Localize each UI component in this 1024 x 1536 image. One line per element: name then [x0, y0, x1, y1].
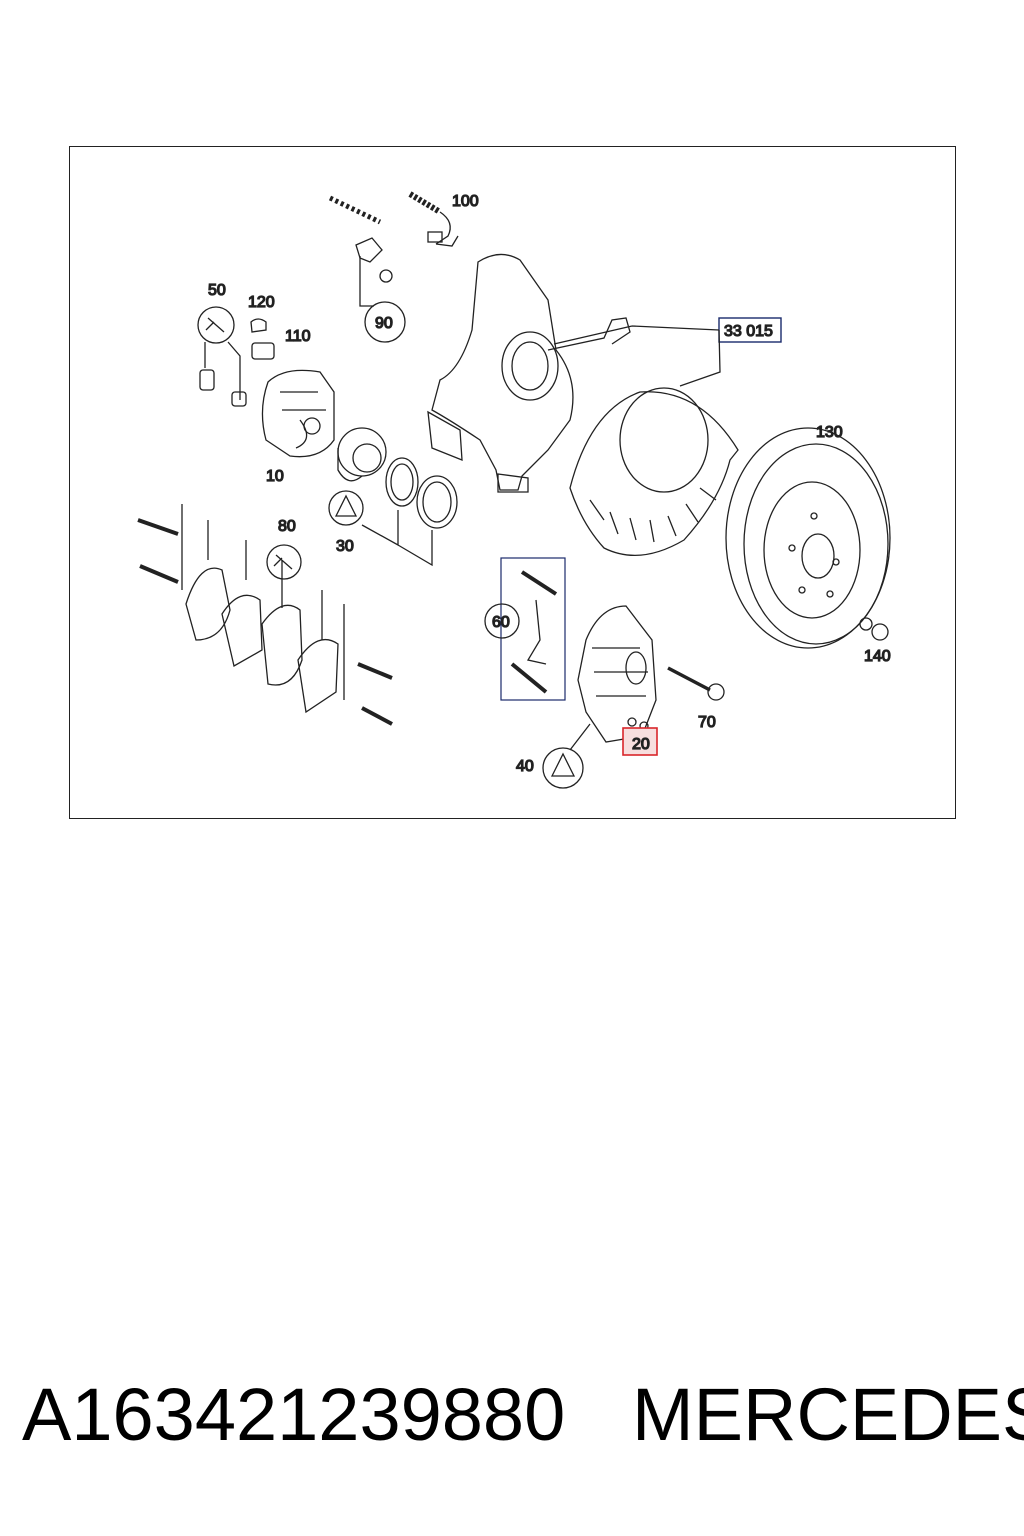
repair-kit-symbol-40 [542, 747, 584, 789]
callout-130[interactable]: 130 [815, 423, 843, 441]
callout-30[interactable]: 30 [335, 537, 354, 555]
callout-120[interactable]: 120 [247, 293, 275, 311]
steering-knuckle-part [427, 253, 631, 493]
caliper-housing-part [261, 369, 335, 458]
torque-wrench-symbol-50 [197, 306, 235, 344]
guide-pin-kit-part [328, 195, 393, 307]
part-number: A163421239880 [22, 1373, 566, 1456]
spring-kit-part [510, 570, 558, 694]
wear-sensor-part [408, 191, 459, 247]
callout-100[interactable]: 100 [451, 192, 479, 210]
callout-70[interactable]: 70 [697, 713, 716, 731]
wrench-icon-80 [273, 554, 293, 570]
piston-seal-kit-part [337, 427, 458, 567]
disc-screw-part [859, 617, 889, 641]
callout-20-highlight [622, 727, 658, 756]
callout-140[interactable]: 140 [863, 647, 891, 665]
brake-pads-part [137, 504, 393, 726]
bleed-screw-part [251, 342, 275, 360]
repair-kit-symbol-30 [328, 490, 364, 526]
callout-80[interactable]: 80 [277, 517, 296, 535]
brand-name: MERCEDES [632, 1373, 1024, 1456]
guide-bolt-part [199, 369, 215, 391]
callout-60-circle [484, 603, 520, 639]
dust-shield-part [569, 387, 739, 557]
callout-90-circle [364, 301, 406, 343]
callout-60[interactable]: 60 [491, 613, 510, 631]
cap-part [250, 318, 267, 333]
callout-10[interactable]: 10 [265, 467, 284, 485]
caliper-bolt-part [667, 666, 725, 701]
wrench-icon [205, 317, 225, 333]
torque-wrench-symbol-80 [266, 544, 302, 580]
spring-kit-box [500, 557, 566, 701]
front-caliper-part [577, 605, 657, 743]
callout-40[interactable]: 40 [515, 757, 534, 775]
callout-33015[interactable]: 33 015 [723, 322, 773, 340]
bushing-part [231, 391, 247, 407]
callout-20[interactable]: 20 [631, 735, 650, 753]
brake-disc-part [725, 427, 891, 649]
callout-90[interactable]: 90 [374, 314, 393, 332]
callout-50[interactable]: 50 [207, 281, 226, 299]
callout-110[interactable]: 110 [284, 327, 311, 345]
